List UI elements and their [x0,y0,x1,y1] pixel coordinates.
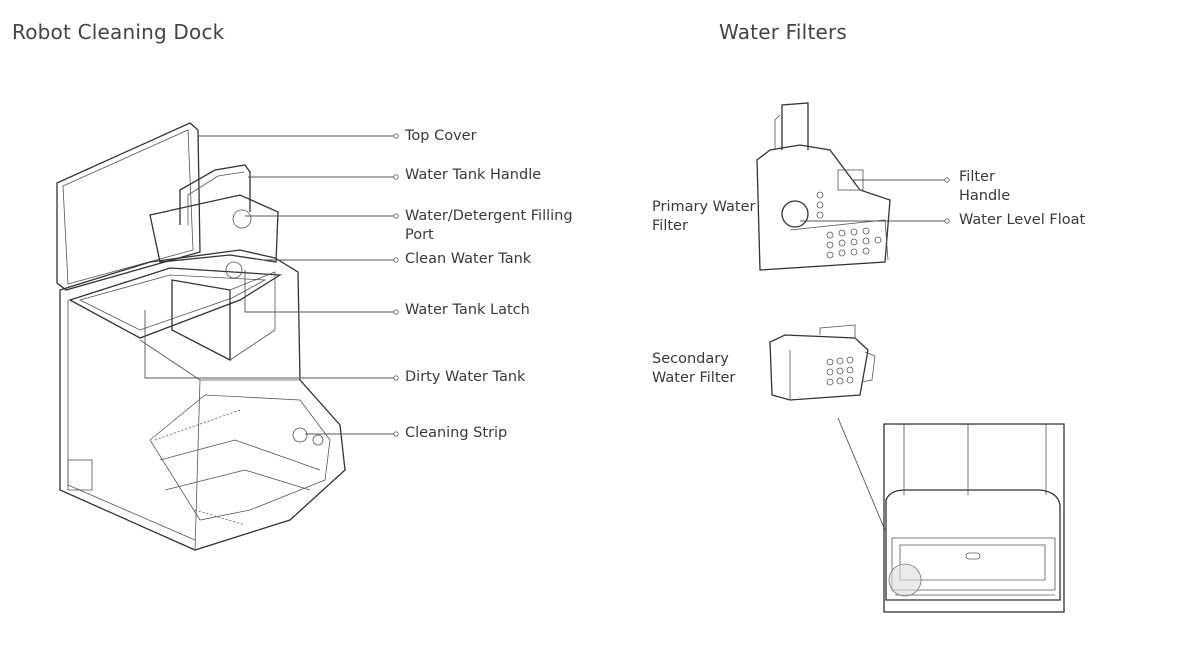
label-dirty-water-tank: Dirty Water Tank [405,369,526,385]
filters-leader-lines [800,177,950,531]
dock-title: Robot Cleaning Dock [12,20,225,44]
label-top-cover: Top Cover [405,128,477,144]
label-water-tank-latch: Water Tank Latch [405,302,530,318]
label-water-tank-handle: Water Tank Handle [405,167,542,183]
label-cleaning-strip: Cleaning Strip [405,425,508,441]
dock-leader-lines [144,133,399,437]
primary-water-filter-drawing [756,102,891,271]
dock-front-view-drawing [883,423,1065,613]
robot-cleaning-dock-drawing [56,122,346,551]
label-water-level-float: Water Level Float [959,212,1086,228]
filters-title: Water Filters [719,20,848,44]
label-secondary-water-filter: Secondary Water Filter [652,351,736,386]
label-filling-port: Water/Detergent Filling Port [405,208,573,243]
label-clean-water-tank: Clean Water Tank [405,251,532,267]
label-primary-water-filter: Primary Water Filter [652,199,756,234]
secondary-water-filter-drawing [769,324,876,401]
label-filter-handle: Filter Handle [959,169,1011,204]
